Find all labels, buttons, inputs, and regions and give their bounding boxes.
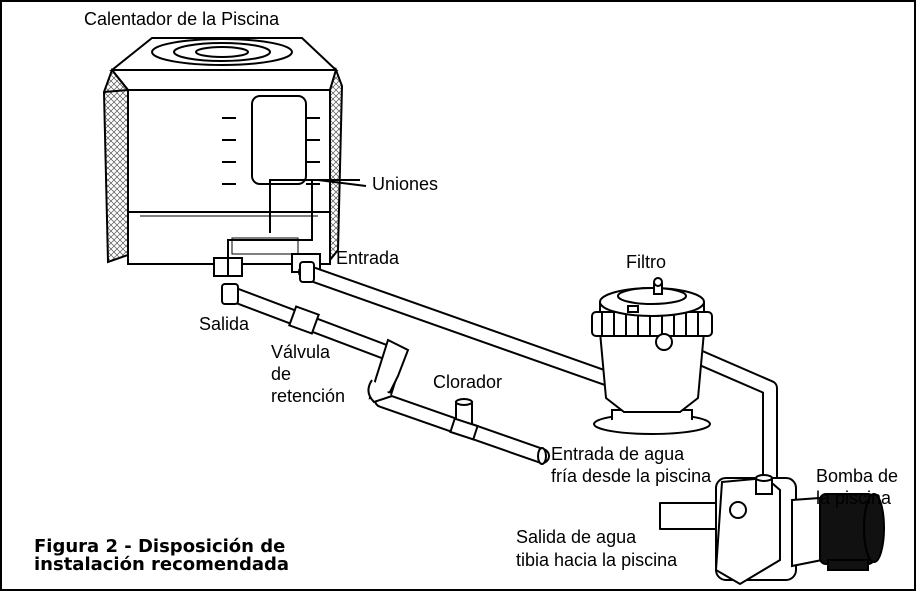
chlorinator — [449, 398, 479, 441]
check-valve-label-2: de — [271, 364, 292, 384]
check-valve-label-1: Válvula — [271, 342, 331, 362]
check-valve-label-3: retención — [271, 386, 346, 406]
figure-caption: Figura 2 - Disposición de instalación re… — [34, 536, 290, 576]
warm-water-label-1: Salida de agua — [516, 527, 637, 547]
figure-caption-line-2: instalación recomendada — [34, 554, 290, 576]
pool-heater — [102, 37, 344, 277]
pump-label-1: Bomba de — [816, 466, 899, 486]
cold-inlet-end — [537, 447, 547, 465]
unions-label: Uniones — [372, 174, 439, 194]
cold-water-label-2: fría desde la piscina — [551, 466, 712, 486]
inlet-label: Entrada — [336, 248, 400, 268]
warm-water-label-2: tibia hacia la piscina — [516, 550, 678, 570]
figure-caption-line-1: Figura 2 - Disposición de — [34, 536, 286, 557]
pool-pump — [714, 474, 885, 586]
heater-label: Calentador de la Piscina — [84, 9, 280, 29]
filter-label: Filtro — [626, 252, 666, 272]
filter — [591, 277, 713, 435]
pump-label-2: la piscina — [816, 488, 892, 508]
outlet-label: Salida — [199, 314, 250, 334]
cold-water-label-1: Entrada de agua — [551, 444, 685, 464]
check-valve — [367, 338, 410, 404]
unions-pointer — [227, 179, 367, 276]
chlorinator-label: Clorador — [433, 372, 503, 392]
